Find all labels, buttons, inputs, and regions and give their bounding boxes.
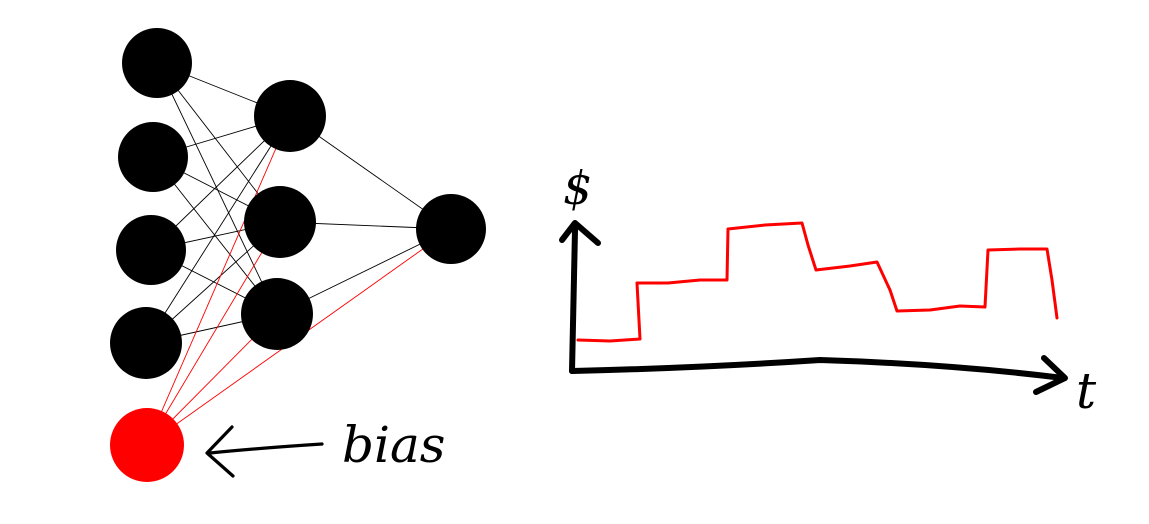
input-layer <box>110 28 192 379</box>
input-neuron <box>122 28 192 98</box>
bias-label: bias <box>342 416 445 474</box>
bias-arrow-head <box>205 425 235 478</box>
hidden-neuron <box>254 80 326 152</box>
input-neuron <box>116 215 186 285</box>
step-line <box>576 221 1059 343</box>
y-axis <box>569 227 578 374</box>
y-axis-arrowhead <box>559 220 601 246</box>
x-axis-arrowhead <box>1033 355 1068 395</box>
bias-connections <box>146 115 452 446</box>
output-neuron <box>416 194 486 264</box>
hidden-neuron <box>241 278 313 350</box>
hidden-layer <box>241 80 326 350</box>
bias-connection-h1 <box>146 115 291 446</box>
input-neuron <box>110 307 182 379</box>
x-axis-symbol: t <box>1076 362 1097 420</box>
bias-arrow <box>205 425 324 478</box>
input-neuron <box>118 122 188 192</box>
connection-in4-h1 <box>145 115 291 344</box>
hidden-neuron <box>244 186 316 258</box>
chart-axes <box>559 220 1068 395</box>
bias-arrow-shaft <box>208 442 324 455</box>
x-axis <box>569 357 1066 381</box>
y-axis-symbol: $ <box>563 161 592 215</box>
bias-neuron <box>110 408 184 482</box>
output-layer <box>416 194 486 264</box>
connection-in1-h3 <box>156 62 278 315</box>
bias-connection-h2 <box>146 221 281 446</box>
